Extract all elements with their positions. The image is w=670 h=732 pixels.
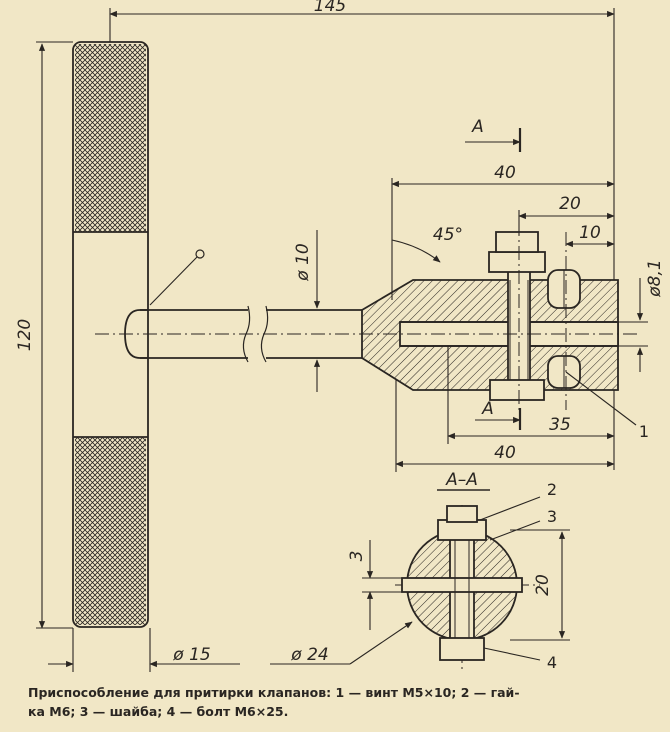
- head-section: [361, 231, 619, 401]
- dim-10: 10: [579, 223, 601, 243]
- section-mark-a-top: A: [471, 117, 484, 137]
- dim-rod-diameter: ø 10: [293, 243, 313, 281]
- section-mark-a-bottom: A: [481, 399, 494, 419]
- dim-20: 20: [559, 194, 581, 214]
- callout-2: 2: [547, 480, 557, 499]
- figure-caption: Приспособление для притирки клапанов: 1 …: [28, 683, 658, 721]
- dim-40-bottom: 40: [494, 443, 516, 463]
- dim-angle-45: 45°: [433, 225, 463, 245]
- callout-1: 1: [639, 422, 649, 441]
- dim-diameter-24: ø 24: [290, 645, 328, 665]
- dim-40-top: 40: [494, 163, 516, 183]
- handle: [72, 41, 149, 628]
- callout-4: 4: [547, 653, 557, 672]
- dim-20-section: 20: [533, 574, 553, 596]
- dim-diameter-8-1: ø8,1: [645, 259, 665, 297]
- dim-35: 35: [549, 415, 571, 435]
- section-a-a-view: [401, 505, 523, 661]
- dim-120: 120: [15, 319, 35, 351]
- dimension-lines: [36, 8, 648, 672]
- callout-3: 3: [547, 507, 557, 526]
- caption-line-2: ка М6; 3 — шайба; 4 — болт М6×25.: [28, 704, 289, 719]
- dimension-labels: 145 120 A 40 20 10 45° ø 10 ø8,1 A 35 40…: [15, 0, 665, 672]
- dim-145: 145: [314, 0, 346, 16]
- dim-3: 3: [347, 551, 367, 562]
- section-title: А–А: [445, 470, 478, 490]
- section-dimension-lines: [270, 489, 570, 665]
- caption-line-1: Приспособление для притирки клапанов: 1 …: [28, 685, 520, 700]
- dim-diameter-15: ø 15: [172, 645, 210, 665]
